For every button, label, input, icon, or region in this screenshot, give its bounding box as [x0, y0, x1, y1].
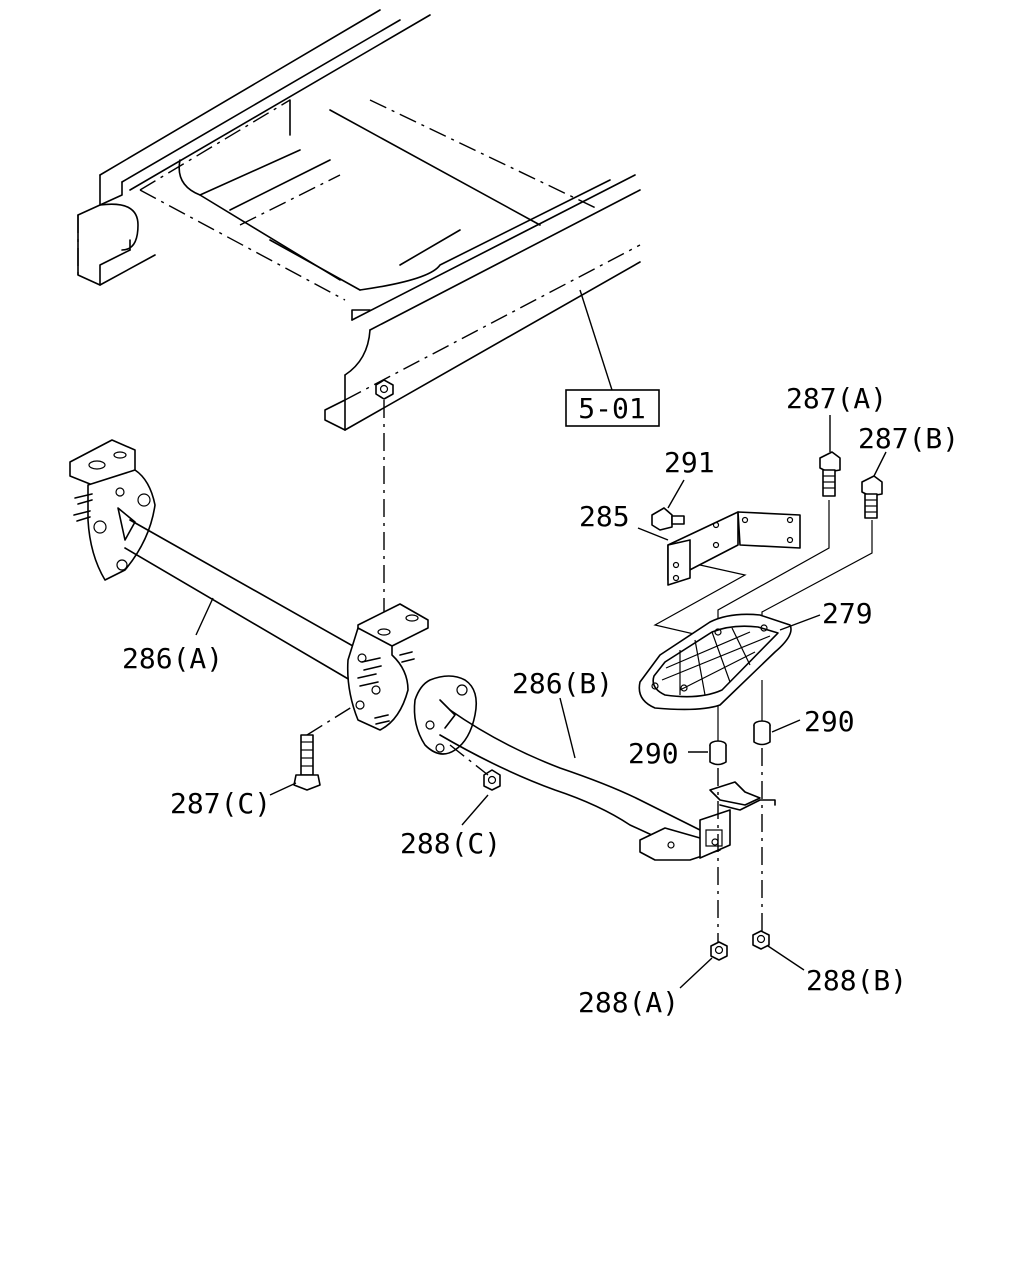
- label-287a: 287(A): [786, 382, 887, 415]
- label-286a: 286(A): [122, 642, 223, 675]
- leader-5-01: [579, 289, 613, 391]
- rubber-290-left: [709, 740, 727, 766]
- bolt-287c: [293, 734, 321, 791]
- label-291: 291: [664, 446, 715, 479]
- step-stay-286a: [69, 439, 429, 731]
- label-288c: 288(C): [400, 827, 501, 860]
- label-288b: 288(B): [806, 964, 907, 997]
- ref-label-5-01: 5-01: [578, 392, 645, 425]
- label-287c: 287(C): [170, 787, 271, 820]
- ref-box-5-01: [565, 389, 660, 427]
- label-288a: 288(A): [578, 986, 679, 1019]
- step-plate-279: [638, 613, 792, 711]
- label-286b: 286(B): [512, 667, 613, 700]
- bolt-287a: [819, 451, 841, 497]
- label-290-right: 290: [804, 705, 855, 738]
- label-279: 279: [822, 597, 873, 630]
- bracket-285: [653, 511, 801, 641]
- rubber-290-right: [753, 720, 771, 746]
- label-287b: 287(B): [858, 422, 959, 455]
- nut-288a: [710, 941, 728, 961]
- bolt-291: [651, 507, 685, 531]
- nut-288b: [752, 930, 770, 950]
- label-285: 285: [579, 500, 630, 533]
- bolt-287b: [861, 475, 883, 519]
- label-290-left: 290: [628, 737, 679, 770]
- chassis-frame: [77, 9, 641, 431]
- step-stay-286b: [413, 675, 776, 861]
